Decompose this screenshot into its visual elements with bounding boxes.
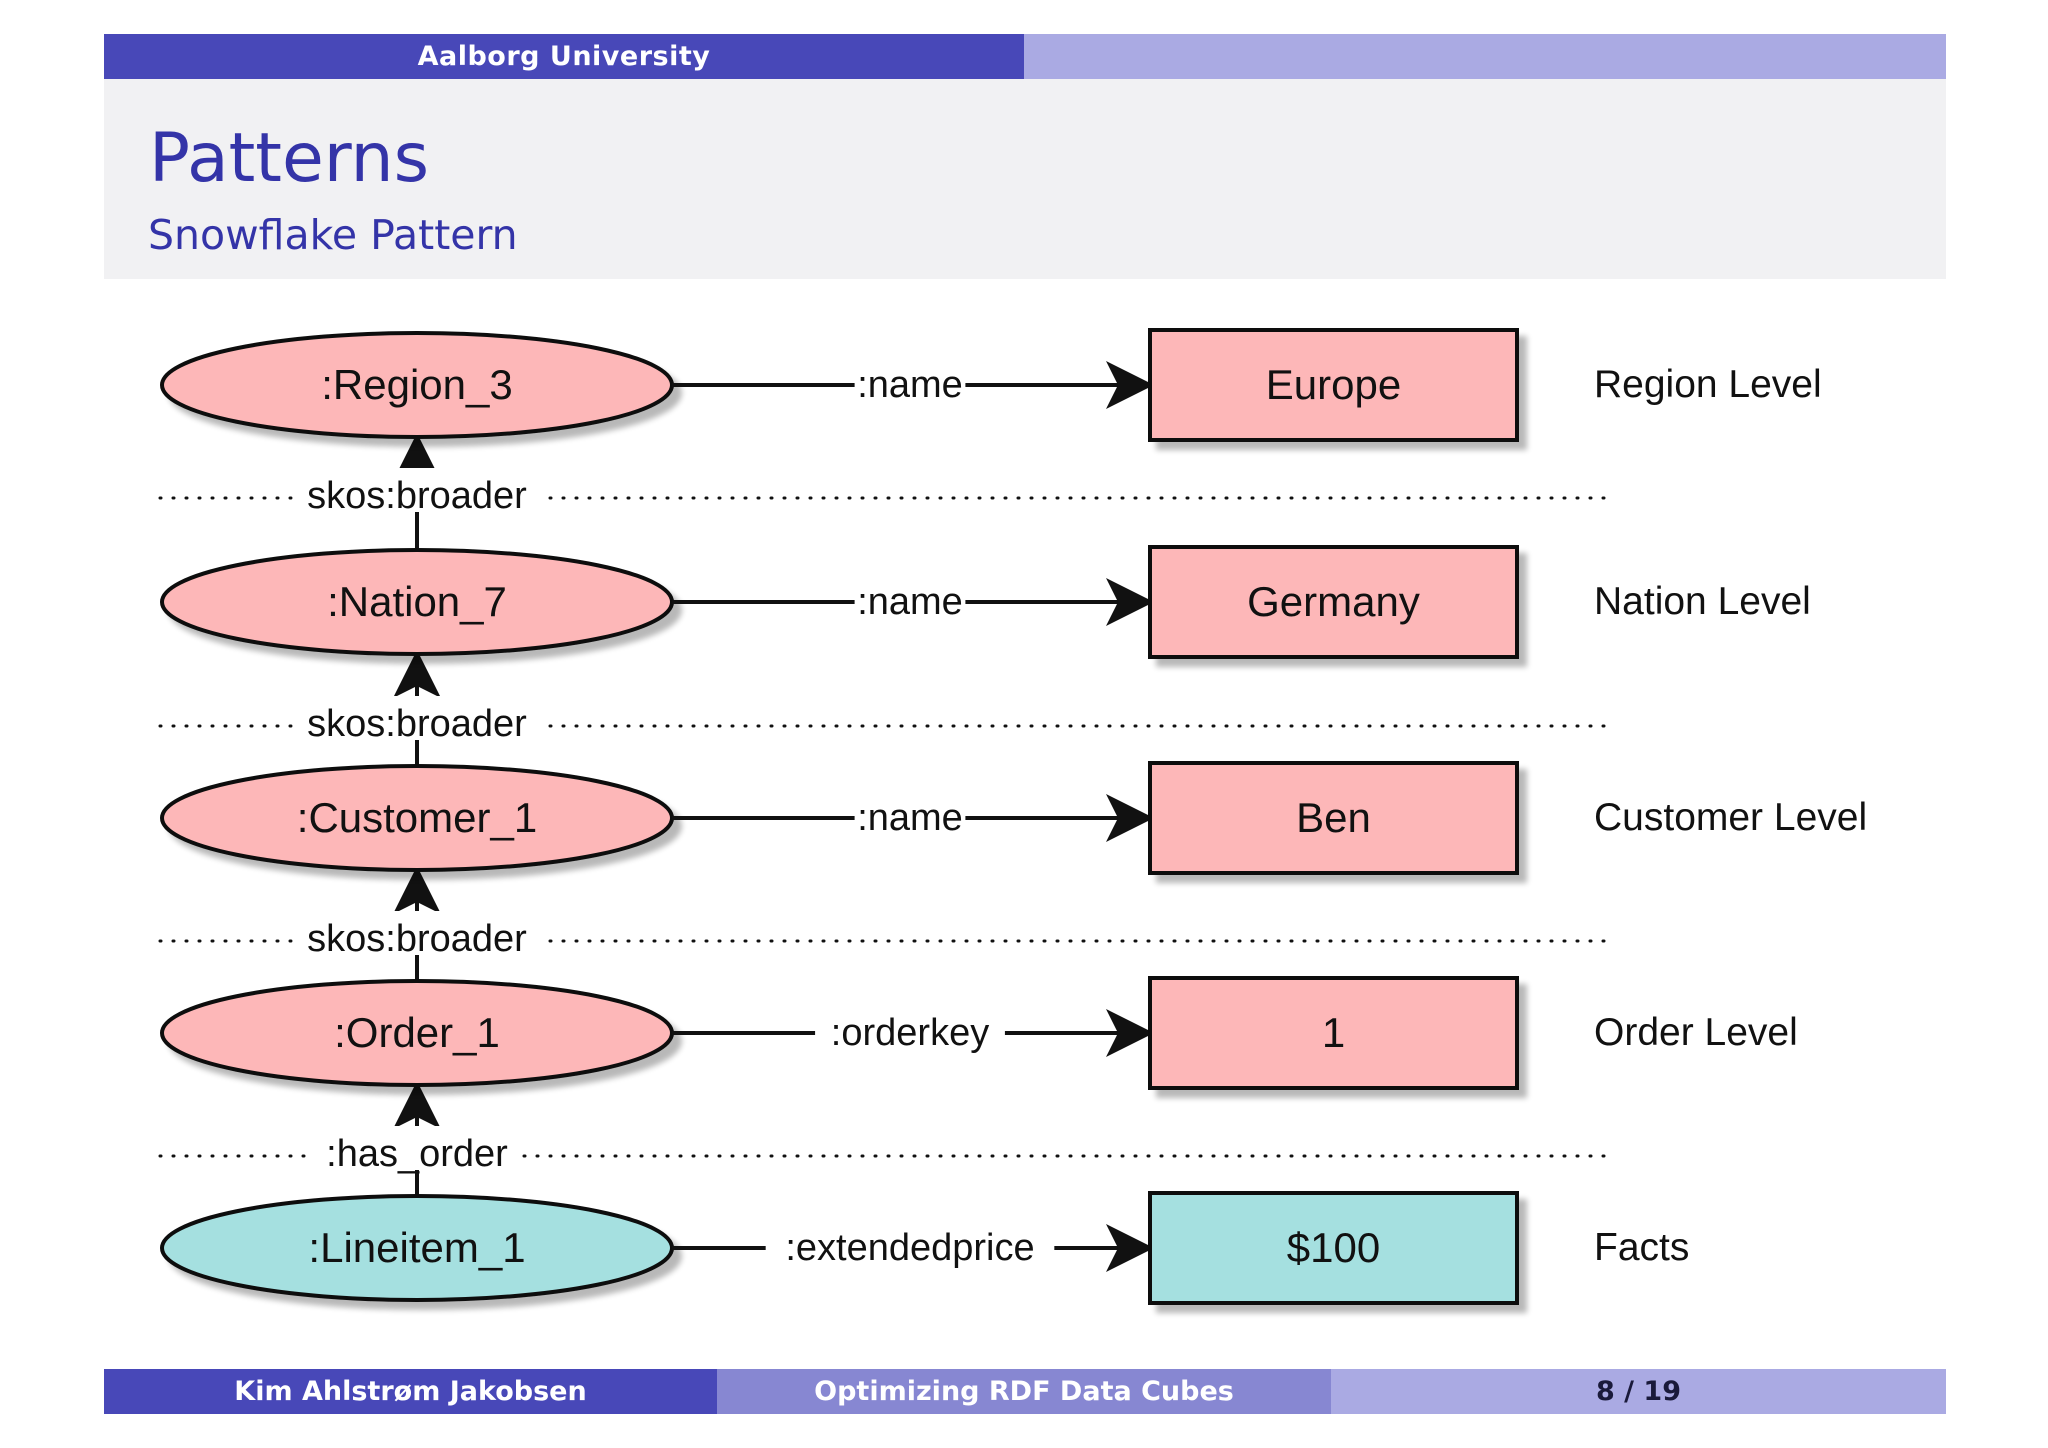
level-label: Nation Level [1594, 580, 1811, 623]
property-label-bg [854, 788, 966, 832]
footer-page-number: 8 / 19 [1331, 1369, 1946, 1414]
resource-node-label: :Order_1 [334, 1009, 500, 1056]
literal-value: 1 [1322, 1009, 1345, 1056]
diagram-row: :Region_3 :name Europe Region Level [160, 328, 1822, 442]
slide-title: Patterns [149, 119, 430, 198]
link-label-bg [292, 468, 542, 512]
property-label: :orderkey [831, 1012, 989, 1054]
property-label-bg [854, 572, 966, 616]
literal-box [1148, 328, 1519, 442]
link-label: skos:broader [307, 703, 527, 745]
literal-box [1148, 976, 1519, 1090]
link-label-bg [292, 911, 542, 955]
level-label: Customer Level [1594, 796, 1867, 839]
link-label: skos:broader [307, 475, 527, 517]
resource-node-label: :Region_3 [321, 361, 512, 408]
literal-value: Germany [1247, 578, 1420, 625]
property-label-bg [815, 1003, 1005, 1047]
property-label: :name [857, 581, 963, 623]
level-label: Order Level [1594, 1011, 1798, 1054]
link-label: skos:broader [307, 918, 527, 960]
property-label-bg [854, 355, 966, 399]
literal-value: Ben [1296, 794, 1371, 841]
property-label: :name [857, 364, 963, 406]
level-label: Facts [1594, 1226, 1689, 1269]
diagram-row: :Nation_7 :name Germany Nation Level [160, 545, 1811, 659]
literal-value: $100 [1287, 1224, 1380, 1271]
footer-talk-title: Optimizing RDF Data Cubes [717, 1369, 1331, 1414]
link-label-bg [312, 1126, 522, 1170]
resource-node-label: :Lineitem_1 [308, 1224, 525, 1271]
diagram-row: :Customer_1 :name Ben Customer Level [160, 761, 1867, 875]
resource-node-label: :Customer_1 [297, 794, 537, 841]
header-bar: Aalborg University [104, 34, 1946, 79]
literal-box [1148, 761, 1519, 875]
link-label: :has_order [326, 1133, 508, 1175]
property-label-bg [765, 1218, 1055, 1262]
footer-bar: Kim Ahlstrøm Jakobsen Optimizing RDF Dat… [104, 1369, 1946, 1414]
property-label: :name [857, 797, 963, 839]
title-box: Patterns Snowflake Pattern [104, 79, 1946, 279]
literal-box [1148, 545, 1519, 659]
diagram-row: :Lineitem_1 :extendedprice $100 Facts [160, 1191, 1689, 1305]
footer-author: Kim Ahlstrøm Jakobsen [104, 1369, 717, 1414]
header-bar-left [104, 34, 1024, 79]
level-label: Region Level [1594, 363, 1822, 406]
literal-box [1148, 1191, 1519, 1305]
header-bar-right [1024, 34, 1946, 79]
resource-node-label: :Nation_7 [327, 578, 507, 625]
property-label: :extendedprice [785, 1227, 1034, 1269]
diagram-row: :Order_1 :orderkey 1 Order Level [160, 976, 1798, 1090]
slide-subtitle: Snowflake Pattern [148, 211, 518, 259]
link-label-bg [292, 696, 542, 740]
literal-value: Europe [1266, 361, 1401, 408]
institution-name: Aalborg University [417, 41, 711, 72]
